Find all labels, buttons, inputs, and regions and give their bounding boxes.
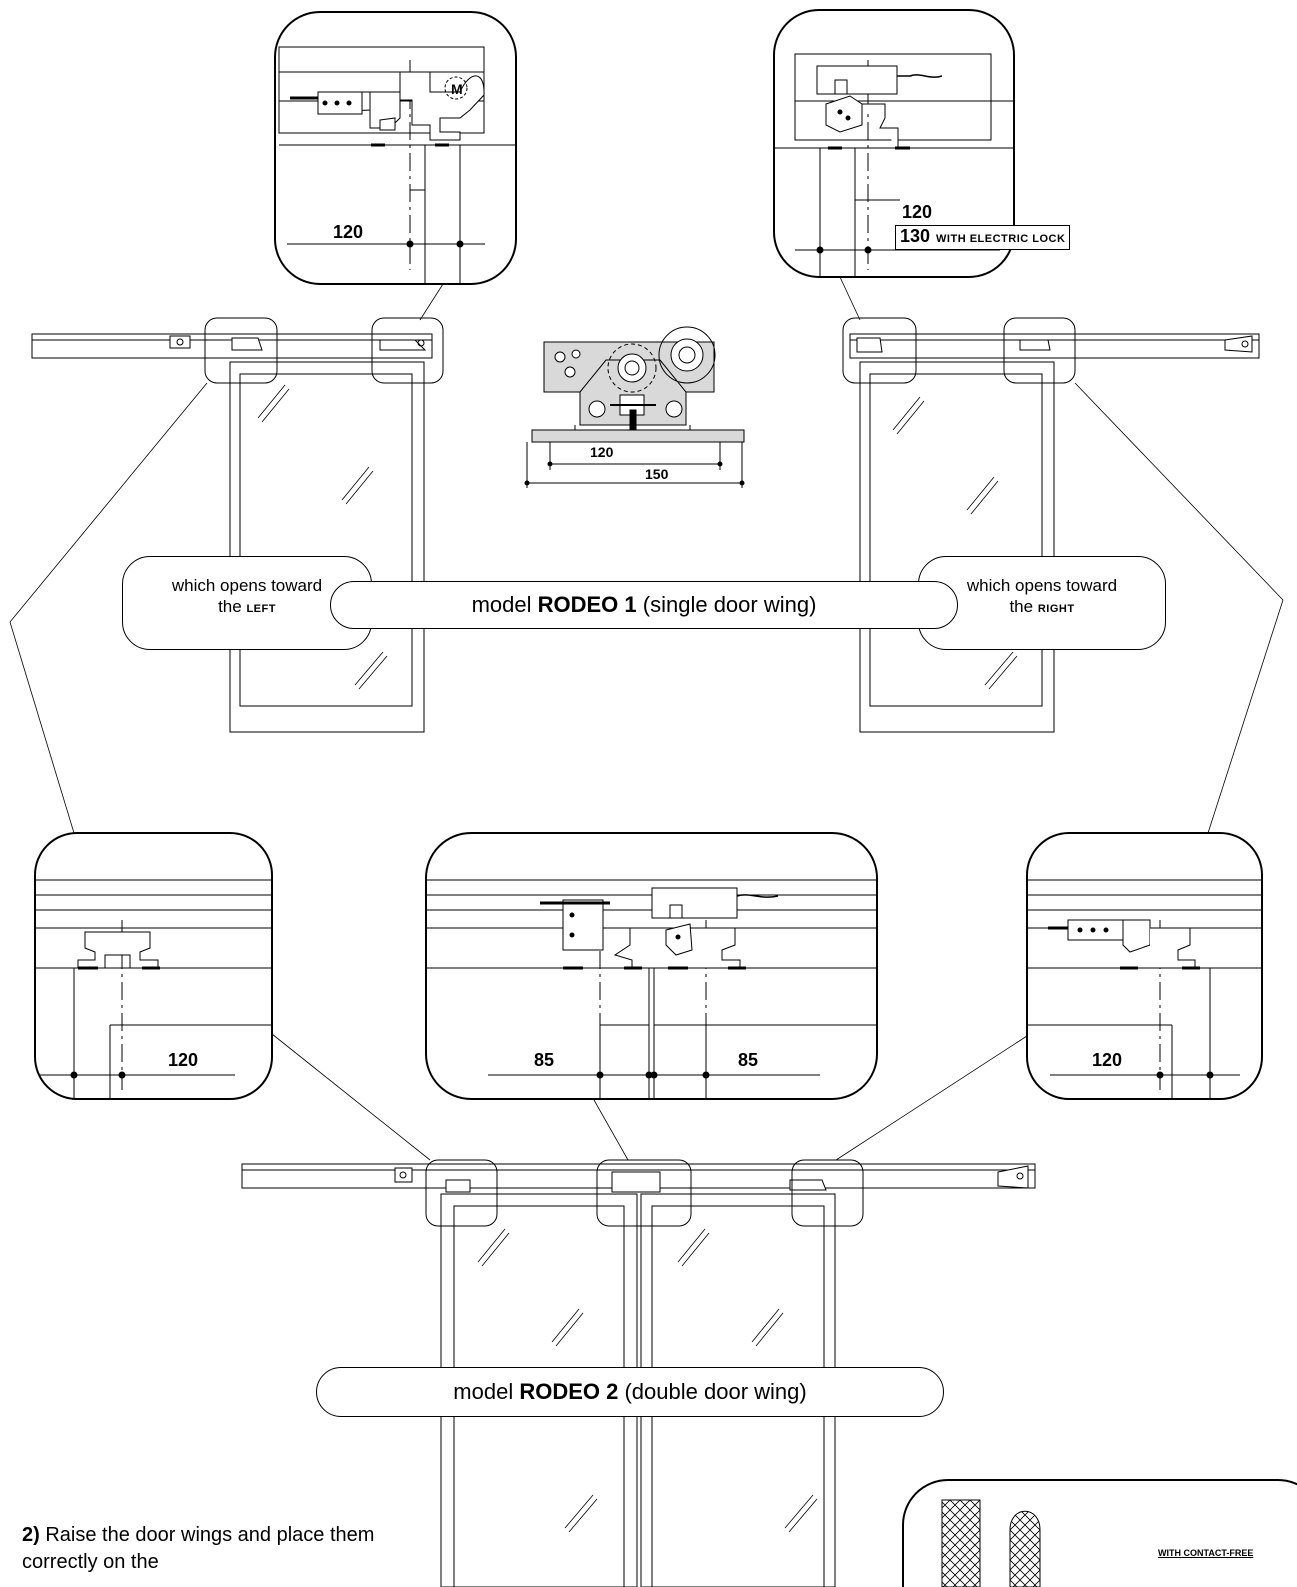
zoom-bottom-left <box>34 832 273 1100</box>
opens-left-direction: LEFT <box>246 603 276 615</box>
motor-mark: M <box>451 81 463 97</box>
inset-note: WITH CONTACT-FREE <box>1158 1548 1254 1558</box>
dimension-carriage-outer: 150 <box>645 466 669 482</box>
opens-right-direction: RIGHT <box>1037 603 1075 615</box>
step-text: Raise the door wings and place them corr… <box>22 1524 375 1573</box>
single-door-right <box>842 317 1260 733</box>
dimension-electric-lock: 130 WITH ELECTRIC LOCK <box>895 225 1071 250</box>
installation-step: 2) Raise the door wings and place them c… <box>22 1522 382 1576</box>
model-rodeo-2-label: model RODEO 2 (double door wing) <box>316 1367 944 1417</box>
electric-lock-note: WITH ELECTRIC LOCK <box>936 233 1066 245</box>
dimension-top-left: 120 <box>333 222 364 242</box>
model-rodeo-1-label: model RODEO 1 (single door wing) <box>330 581 958 629</box>
opens-right-the: the <box>1009 597 1034 616</box>
dimension-bottom-right: 120 <box>1092 1050 1123 1070</box>
model-rodeo-1-name: RODEO 1 <box>537 592 637 617</box>
opens-left-the: the <box>218 597 242 616</box>
zoom-top-left: M <box>274 11 517 285</box>
model-rodeo-2-prefix: model <box>453 1379 514 1404</box>
seal-inset <box>902 1479 1297 1587</box>
opens-left-text: which opens toward <box>171 576 323 595</box>
zoom-top-right <box>773 9 1015 278</box>
carriage-drawing <box>524 326 745 488</box>
dimension-bottom-left: 120 <box>168 1050 199 1070</box>
model-rodeo-2-name: RODEO 2 <box>519 1379 619 1404</box>
dimension-carriage-inner: 120 <box>590 444 614 460</box>
leader-lines <box>9 276 1284 1161</box>
dimension-electric-lock-value: 130 <box>900 226 931 246</box>
dimension-top-right: 120 <box>902 202 933 222</box>
opens-right-note: which opens toward the RIGHT <box>918 556 1166 650</box>
single-door-left <box>31 317 444 733</box>
model-rodeo-1-prefix: model <box>471 592 532 617</box>
model-rodeo-2-suffix: (double door wing) <box>624 1379 807 1404</box>
dimension-bottom-center-right: 85 <box>738 1050 759 1070</box>
opens-right-text: which opens toward <box>966 576 1118 595</box>
zoom-bottom-right <box>1026 832 1263 1100</box>
model-rodeo-1-suffix: (single door wing) <box>642 592 817 617</box>
zoom-bottom-center <box>425 832 878 1100</box>
dimension-bottom-center-left: 85 <box>534 1050 555 1070</box>
step-number: 2) <box>22 1524 40 1546</box>
